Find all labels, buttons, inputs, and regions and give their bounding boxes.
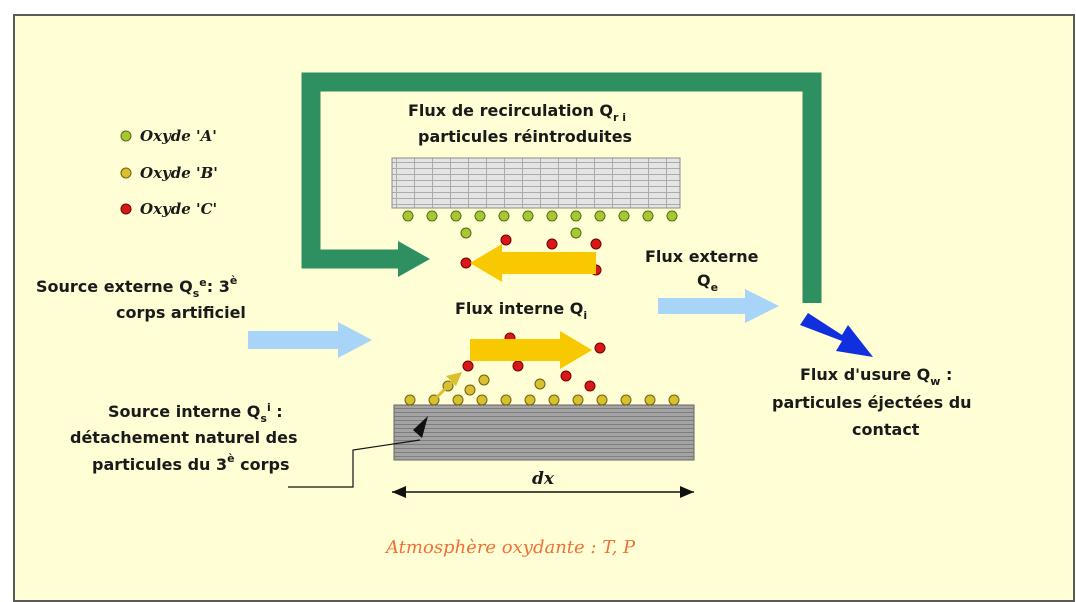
- particle: [570, 227, 582, 239]
- particle: [546, 238, 558, 250]
- particle: [426, 210, 438, 222]
- particle: [460, 227, 472, 239]
- particle: [534, 378, 546, 390]
- particle: [594, 210, 606, 222]
- particle: [546, 210, 558, 222]
- flux-usure-arrow: [800, 313, 873, 357]
- legend-label-c: Oxyde 'C': [140, 200, 217, 218]
- recirculation-loop: [301, 72, 822, 303]
- particle: [594, 342, 606, 354]
- legend-dot-c: [120, 203, 132, 215]
- particle: [402, 210, 414, 222]
- dx-arrow-left: [392, 486, 406, 498]
- source-externe-arrow: [248, 322, 372, 358]
- recirculation-label-line2: particules réintroduites: [418, 127, 632, 146]
- flux-usure-label-line1: Flux d'usure Qw :: [800, 365, 952, 388]
- legend: Oxyde 'A' Oxyde 'B' Oxyde 'C': [120, 127, 218, 218]
- particle: [452, 394, 464, 406]
- recirculation-arrowhead: [398, 241, 430, 277]
- particle: [460, 257, 472, 269]
- particle: [524, 394, 536, 406]
- particle: [620, 394, 632, 406]
- upper-body: [391, 157, 681, 209]
- particle: [572, 394, 584, 406]
- atmosphere-caption: Atmosphère oxydante : T, P: [384, 537, 636, 558]
- particle: [498, 210, 510, 222]
- flux-interne-label: Flux interne Qi: [455, 299, 587, 322]
- legend-dot-b: [120, 167, 132, 179]
- detachment-arrowhead: [446, 372, 462, 386]
- flux-interne-arrow-left: [470, 244, 596, 282]
- particle: [404, 394, 416, 406]
- particle: [512, 360, 524, 372]
- particle: [500, 234, 512, 246]
- flux-externe-arrow: [658, 289, 779, 323]
- particle: [500, 394, 512, 406]
- flux-externe-label-line1: Flux externe: [645, 247, 759, 266]
- legend-dot-a: [120, 130, 132, 142]
- source-interne-label-line3: particules du 3è corps: [92, 452, 290, 474]
- flux-usure-label-line3: contact: [852, 420, 920, 439]
- source-externe-label-line2: corps artificiel: [116, 303, 246, 322]
- particle: [548, 394, 560, 406]
- particle: [522, 210, 534, 222]
- particle: [476, 394, 488, 406]
- flux-usure-label-line2: particules éjectées du: [772, 393, 972, 412]
- particle: [478, 374, 490, 386]
- diagram-frame: [13, 14, 1075, 602]
- particle: [462, 360, 474, 372]
- legend-label-b: Oxyde 'B': [140, 164, 218, 182]
- particle: [596, 394, 608, 406]
- particle: [666, 210, 678, 222]
- particle: [668, 394, 680, 406]
- particle: [570, 210, 582, 222]
- flux-interne-arrow-right: [470, 331, 592, 369]
- flux-externe-label-line2: Qe: [697, 271, 718, 294]
- particle: [642, 210, 654, 222]
- particle: [464, 384, 476, 396]
- particle: [644, 394, 656, 406]
- lower-body: [393, 404, 695, 461]
- recirculation-label-line1: Flux de recirculation Qr i: [408, 101, 626, 124]
- source-interne-leader-arrowhead: [413, 416, 428, 438]
- particle: [584, 380, 596, 392]
- dx-arrow-right: [680, 486, 694, 498]
- source-interne-label-line1: Source interne Qsi :: [108, 401, 283, 425]
- source-interne-leader: [288, 439, 421, 488]
- particle: [474, 210, 486, 222]
- particle: [618, 210, 630, 222]
- particle: [590, 238, 602, 250]
- source-externe-label-line1: Source externe Qse: 3è: [36, 274, 237, 300]
- source-interne-label-line2: détachement naturel des: [70, 428, 297, 447]
- particle: [560, 370, 572, 382]
- particle: [450, 210, 462, 222]
- dx-label: dx: [532, 469, 555, 489]
- legend-label-a: Oxyde 'A': [140, 127, 217, 145]
